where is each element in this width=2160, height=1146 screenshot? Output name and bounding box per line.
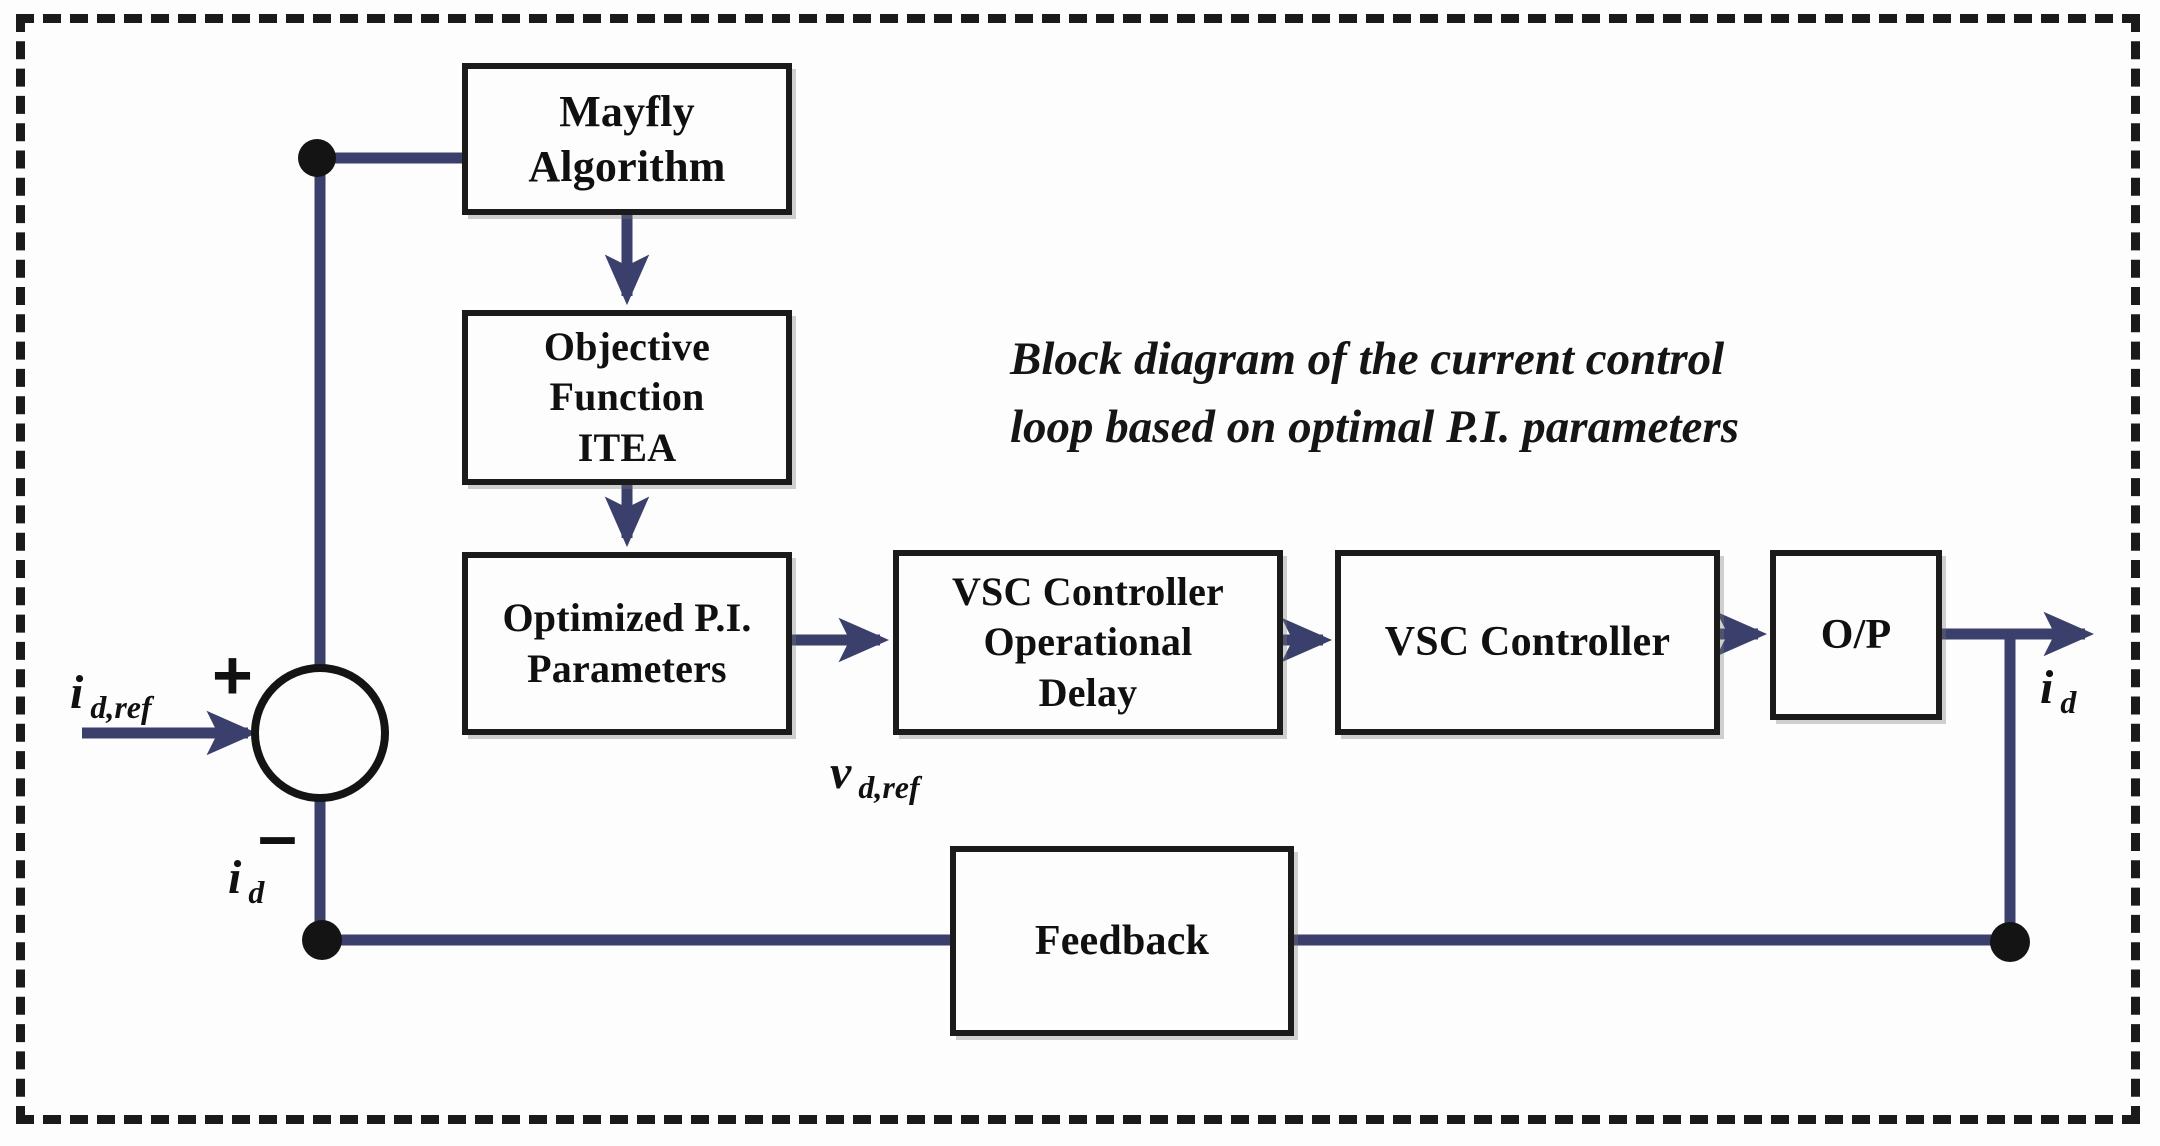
signal-subscript: d,ref [858,768,920,805]
signal-subscript: d,ref [90,688,152,725]
caption-line-2: loop based on optimal P.I. parameters [1010,401,1739,454]
block-mayfly-algorithm[interactable]: Mayfly Algorithm [462,63,792,215]
block-vsc-delay-label: VSC Controller Operational Delay [951,568,1225,715]
block-output-label: O/P [1820,611,1892,658]
block-objective-function[interactable]: Objective Function ITEA [462,310,792,485]
block-feedback[interactable]: Feedback [950,846,1294,1036]
summing-minus-sign: – [258,796,297,874]
summing-junction-circle [251,664,389,802]
block-vsc-controller-operational-delay[interactable]: VSC Controller Operational Delay [893,550,1283,735]
block-output[interactable]: O/P [1770,550,1942,720]
signal-base: i [2040,661,2054,714]
summing-plus-sign: + [212,636,253,714]
block-objective-label: Objective Function ITEA [543,323,711,470]
block-feedback-label: Feedback [1034,917,1210,964]
figure-caption: Block diagram of the current control loo… [1010,325,1930,461]
block-vsc-controller-label: VSC Controller [1384,619,1671,666]
signal-subscript: d [2060,683,2077,720]
dashed-figure-border [16,14,2140,1124]
block-vsc-controller[interactable]: VSC Controller [1335,550,1720,735]
signal-subscript: d [248,873,265,910]
signal-base: i [228,851,242,904]
block-optimized-pi-parameters[interactable]: Optimized P.I. Parameters [462,552,792,735]
signal-base: v [830,746,852,799]
junction-dot-bottom-right [1990,922,2030,962]
signal-base: i [70,666,84,719]
junction-dot-top-left [298,139,336,177]
block-mayfly-label: Mayfly Algorithm [528,86,726,191]
junction-dot-bottom-left [302,920,342,960]
block-optimized-pi-label: Optimized P.I. Parameters [502,595,752,691]
caption-line-1: Block diagram of the current control [1010,333,1725,385]
